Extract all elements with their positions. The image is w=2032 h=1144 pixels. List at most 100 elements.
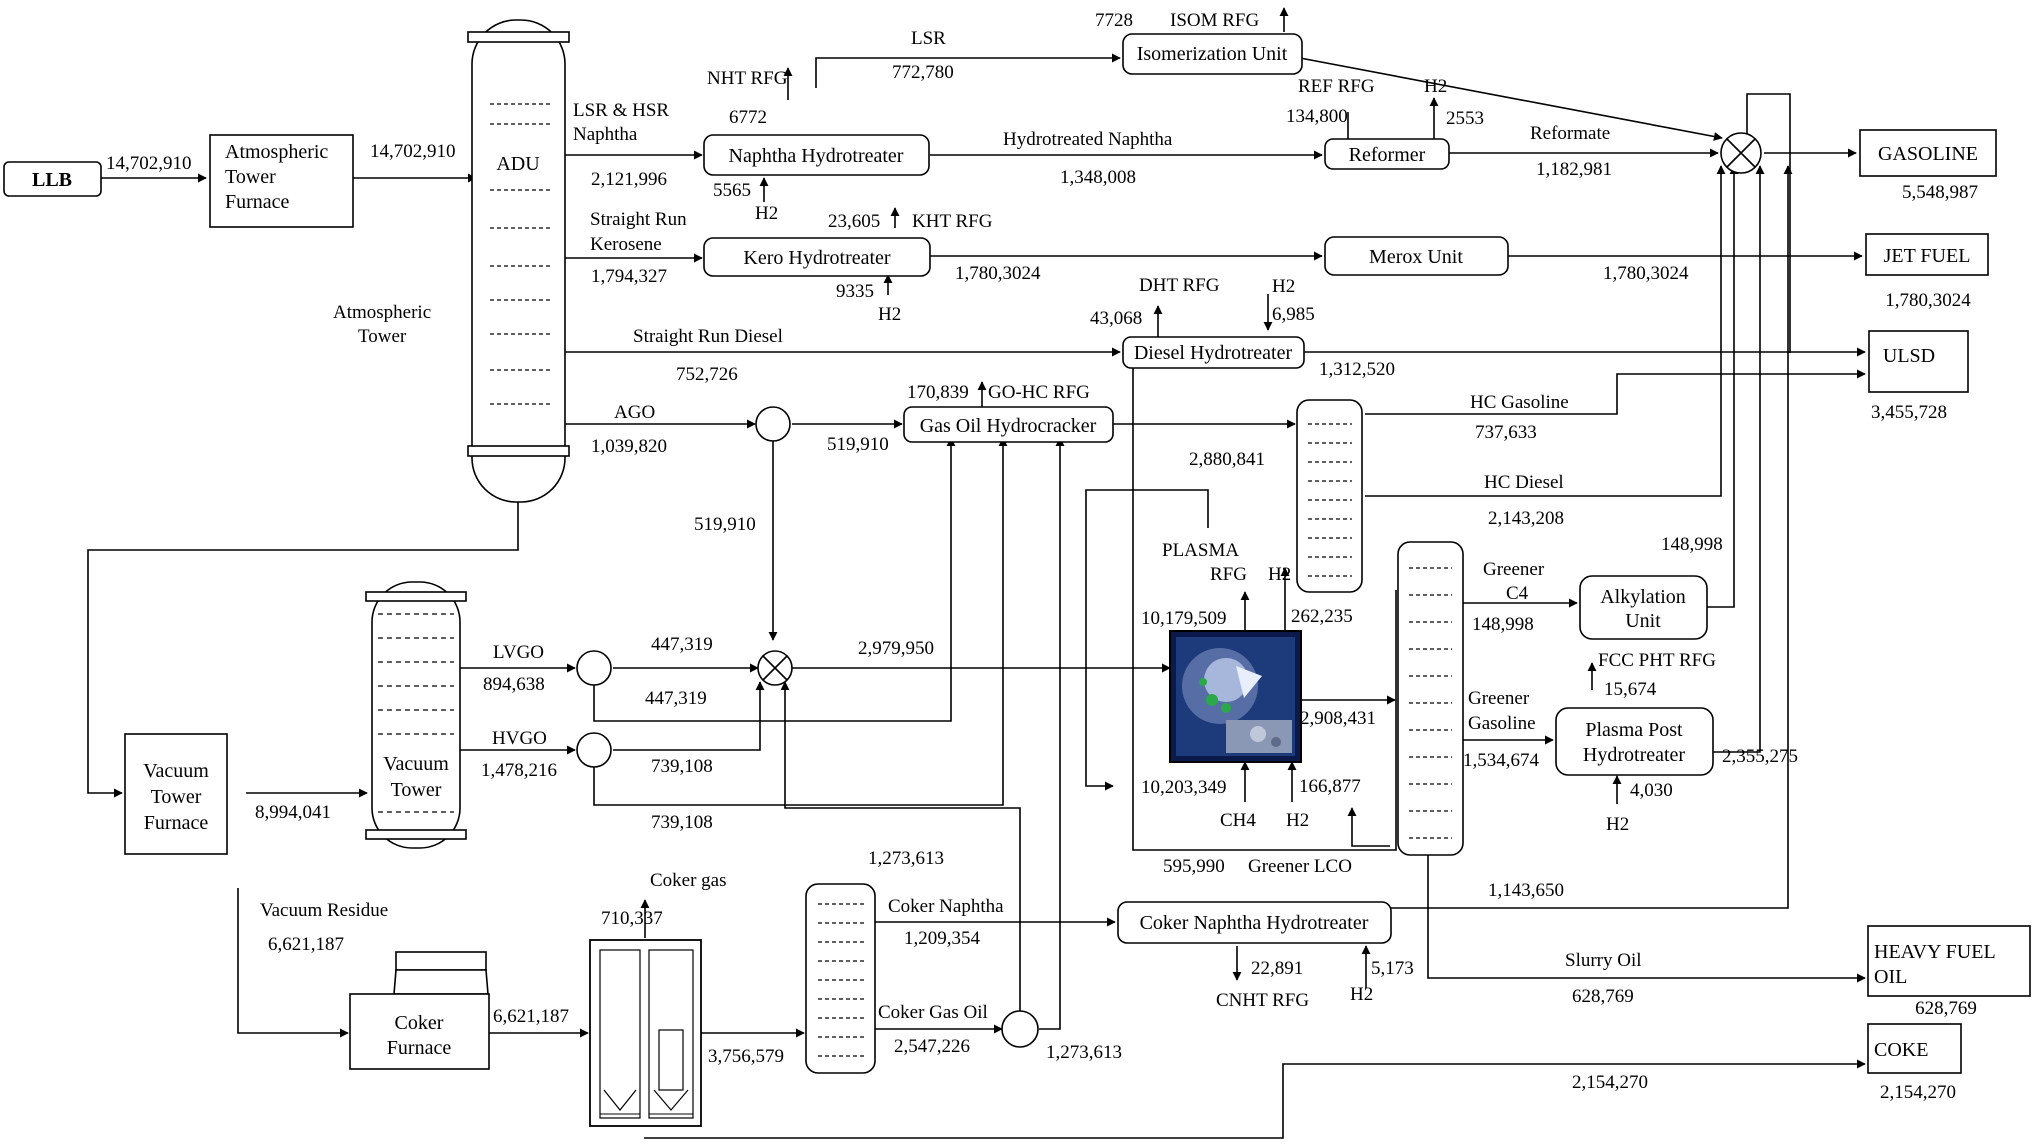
svg-text:CNHT RFG: CNHT RFG [1216, 990, 1309, 1011]
svg-text:1,143,650: 1,143,650 [1488, 880, 1564, 901]
svg-text:Greener: Greener [1468, 688, 1530, 709]
coker-fractionator [805, 883, 876, 1074]
svg-text:166,877: 166,877 [1299, 776, 1361, 797]
svg-text:Greener: Greener [1483, 559, 1545, 580]
svg-text:Naphtha: Naphtha [573, 124, 638, 145]
coker-naphtha-hydrotreater: Coker Naphtha Hydrotreater [1117, 901, 1392, 944]
svg-text:Plasma Post: Plasma Post [1585, 719, 1683, 741]
alkylation-unit: Alkylation Unit [1579, 575, 1708, 640]
svg-text:43,068: 43,068 [1090, 308, 1142, 329]
svg-text:C4: C4 [1506, 583, 1529, 604]
svg-text:Hydrotreated Naphtha: Hydrotreated Naphtha [1003, 129, 1173, 150]
svg-text:1,780,3024: 1,780,3024 [955, 263, 1041, 284]
svg-text:Alkylation: Alkylation [1600, 586, 1686, 608]
svg-text:1,780,3024: 1,780,3024 [1885, 290, 1971, 311]
coker-gas-oil-splitter [1001, 1010, 1039, 1048]
svg-text:134,800: 134,800 [1286, 106, 1348, 127]
svg-text:Reformer: Reformer [1349, 144, 1426, 166]
svg-text:Straight Run Diesel: Straight Run Diesel [633, 326, 783, 347]
atmospheric-tower-furnace: Atmospheric Tower Furnace [209, 134, 354, 228]
svg-text:GO-HC RFG: GO-HC RFG [988, 382, 1090, 403]
svg-text:2,880,841: 2,880,841 [1189, 449, 1265, 470]
svg-text:Coker Gas Oil: Coker Gas Oil [878, 1002, 988, 1023]
svg-text:5,173: 5,173 [1371, 958, 1414, 979]
svg-text:H2: H2 [755, 203, 778, 224]
svg-text:HEAVY FUEL: HEAVY FUEL [1874, 941, 1996, 963]
stream-lines [87, 7, 1866, 1139]
svg-text:5565: 5565 [713, 180, 751, 201]
svg-text:NHT RFG: NHT RFG [707, 68, 788, 89]
llb-label: LLB [32, 169, 72, 191]
svg-text:447,319: 447,319 [651, 634, 713, 655]
svg-text:Coker Naphtha Hydrotreater: Coker Naphtha Hydrotreater [1140, 912, 1369, 934]
svg-text:Vacuum: Vacuum [383, 753, 449, 775]
svg-text:1,209,354: 1,209,354 [904, 928, 981, 949]
svg-text:H2: H2 [1286, 810, 1309, 831]
svg-text:Reformate: Reformate [1530, 123, 1610, 144]
svg-text:JET FUEL: JET FUEL [1884, 245, 1971, 267]
svg-text:Tower: Tower [391, 779, 442, 801]
svg-text:Gas Oil Hydrocracker: Gas Oil Hydrocracker [920, 415, 1097, 437]
coker-drums [589, 939, 702, 1127]
svg-text:H2: H2 [878, 304, 901, 325]
llb-flow: 14,702,910 [106, 153, 192, 174]
svg-text:6772: 6772 [729, 107, 767, 128]
svg-text:3,455,728: 3,455,728 [1871, 402, 1947, 423]
svg-text:2,121,996: 2,121,996 [591, 169, 667, 190]
ago-splitter [755, 406, 791, 442]
svg-text:Furnace: Furnace [387, 1037, 452, 1059]
svg-text:KHT RFG: KHT RFG [912, 211, 993, 232]
svg-text:CH4: CH4 [1220, 810, 1256, 831]
svg-text:628,769: 628,769 [1915, 998, 1977, 1019]
svg-text:Greener LCO: Greener LCO [1248, 856, 1352, 877]
svg-text:Isomerization Unit: Isomerization Unit [1137, 43, 1288, 65]
svg-text:FCC PHT RFG: FCC PHT RFG [1598, 650, 1716, 671]
plasma-post-hydrotreater: Plasma Post Hydrotreater [1555, 707, 1714, 776]
svg-text:Coker gas: Coker gas [650, 870, 727, 891]
svg-text:H2: H2 [1606, 814, 1629, 835]
svg-text:Coker Naphtha: Coker Naphtha [888, 896, 1004, 917]
jet-fuel-product: JET FUEL [1865, 233, 1989, 276]
svg-text:2,154,270: 2,154,270 [1572, 1072, 1648, 1093]
svg-text:1,312,520: 1,312,520 [1319, 359, 1395, 380]
llb-feed-box: LLB [3, 161, 102, 197]
svg-text:2,143,208: 2,143,208 [1488, 508, 1564, 529]
svg-text:Tower: Tower [225, 166, 276, 188]
svg-text:ULSD: ULSD [1883, 345, 1935, 367]
reformer-unit: Reformer [1324, 138, 1450, 170]
hydrocracker-fractionator [1296, 399, 1363, 593]
diesel-hydrotreater: Diesel Hydrotreater [1122, 336, 1305, 369]
svg-text:752,726: 752,726 [676, 364, 738, 385]
vacuum-tower: Vacuum Tower [365, 581, 467, 849]
svg-text:739,108: 739,108 [651, 812, 713, 833]
svg-text:8,994,041: 8,994,041 [255, 802, 331, 823]
svg-text:519,910: 519,910 [827, 434, 889, 455]
svg-text:Coker: Coker [395, 1012, 444, 1034]
svg-text:Tower: Tower [358, 326, 407, 347]
svg-text:772,780: 772,780 [892, 62, 954, 83]
adu-label: ADU [496, 153, 540, 175]
svg-text:1,794,327: 1,794,327 [591, 266, 667, 287]
svg-text:1,478,216: 1,478,216 [481, 760, 557, 781]
svg-text:10,203,349: 10,203,349 [1141, 777, 1227, 798]
svg-text:Diesel Hydrotreater: Diesel Hydrotreater [1134, 342, 1293, 364]
naphtha-hydrotreater: Naphtha Hydrotreater [703, 134, 930, 176]
svg-text:10,179,509: 10,179,509 [1141, 608, 1227, 629]
svg-text:Unit: Unit [1625, 610, 1661, 632]
svg-text:1,273,613: 1,273,613 [868, 848, 944, 869]
svg-text:447,319: 447,319 [645, 688, 707, 709]
svg-text:6,985: 6,985 [1272, 304, 1315, 325]
gasoline-product: GASOLINE [1859, 129, 1997, 177]
svg-text:3,756,579: 3,756,579 [708, 1046, 784, 1067]
plasma-fractionator [1397, 541, 1464, 856]
svg-text:2,979,950: 2,979,950 [858, 638, 934, 659]
svg-text:15,674: 15,674 [1604, 679, 1657, 700]
svg-text:DHT RFG: DHT RFG [1139, 275, 1220, 296]
svg-text:2553: 2553 [1446, 108, 1484, 129]
coker-furnace: Coker Furnace [349, 951, 490, 1070]
isomerization-unit: Isomerization Unit [1122, 33, 1303, 75]
kero-hydrotreater: Kero Hydrotreater [703, 237, 931, 277]
svg-text:Kero Hydrotreater: Kero Hydrotreater [743, 247, 890, 269]
adu-column: ADU [467, 19, 570, 503]
svg-text:COKE: COKE [1874, 1039, 1928, 1061]
